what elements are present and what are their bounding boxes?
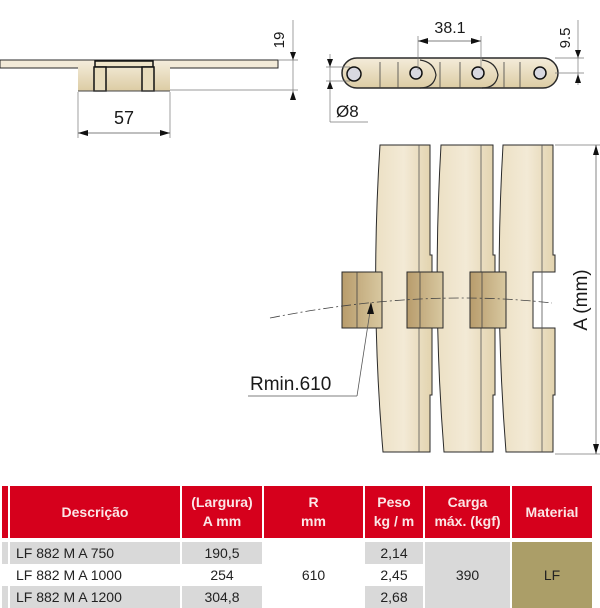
cell-r: 610: [264, 542, 363, 608]
side-view: 19 57: [0, 20, 298, 138]
cell-largura: 304,8: [182, 586, 262, 608]
cell-peso: 2,45: [365, 564, 423, 586]
cell-material: LF: [512, 542, 592, 608]
link-view: 38.1 9.5 Ø8: [326, 20, 584, 123]
cell-peso: 2,68: [365, 586, 423, 608]
height-dim-label: 19: [271, 32, 288, 49]
row-marker: [2, 542, 8, 564]
pin-dia-dim-label: Ø8: [336, 102, 359, 121]
header-descricao: Descrição: [10, 486, 180, 542]
technical-drawing: 19 57 38.1 9.: [0, 20, 600, 455]
cell-largura: 190,5: [182, 542, 262, 564]
cell-descricao: LF 882 M A 1200: [10, 586, 180, 608]
cell-peso: 2,14: [365, 542, 423, 564]
header-col-0: [2, 486, 8, 542]
header-largura: (Largura)A mm: [182, 486, 262, 542]
row-marker: [2, 564, 8, 586]
table-row: LF 882 M A 1000 254 2,45: [2, 564, 592, 586]
top-view: Rmin.610 A (mm): [248, 144, 600, 455]
table-row: LF 882 M A 750 190,5 610 2,14 390 LF: [2, 542, 592, 608]
width-dim-label: 57: [114, 108, 134, 128]
cell-carga: 390: [425, 542, 510, 608]
cell-descricao: LF 882 M A 750: [10, 542, 180, 564]
offset-dim-label: 9.5: [557, 28, 574, 49]
cell-descricao: LF 882 M A 1000: [10, 564, 180, 586]
width-a-label: A (mm): [571, 269, 592, 330]
pitch-dim-label: 38.1: [434, 20, 465, 37]
cell-largura: 254: [182, 564, 262, 586]
radius-label: Rmin.610: [250, 374, 331, 395]
row-marker: [2, 586, 8, 608]
header-material: Material: [512, 486, 592, 542]
